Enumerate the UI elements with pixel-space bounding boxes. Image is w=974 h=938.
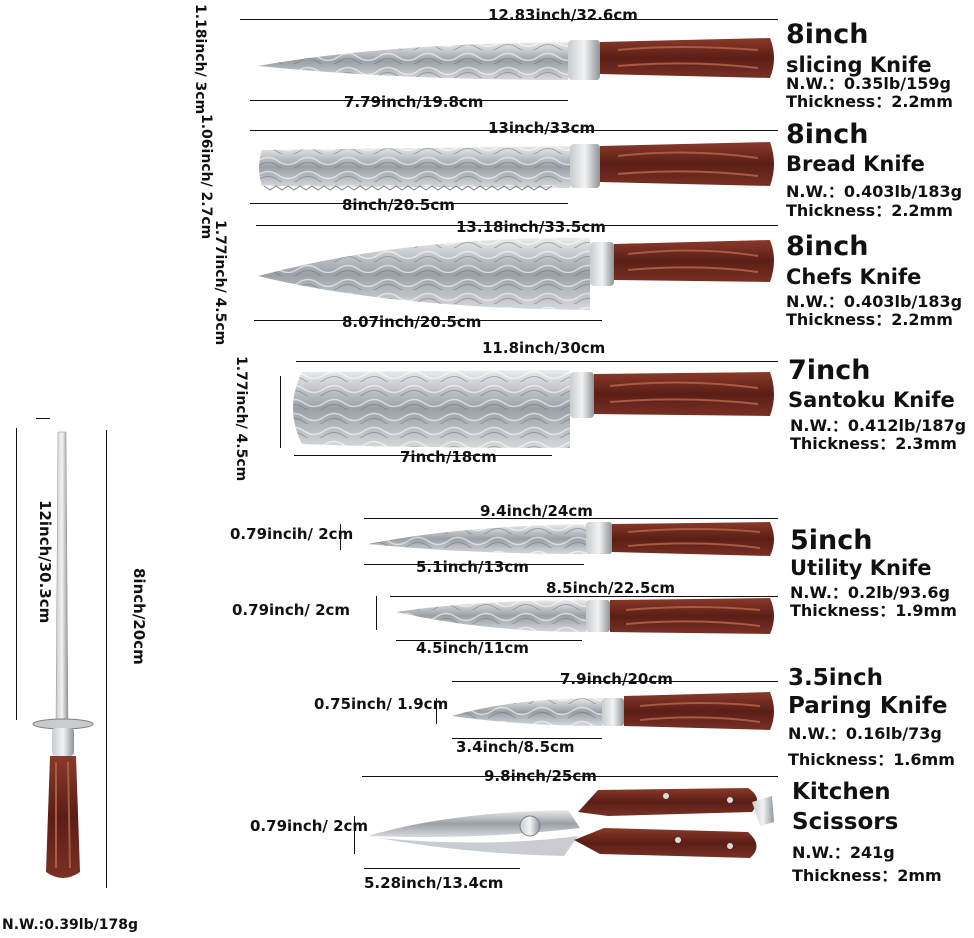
slicing-total-length: 12.83inch/32.6cm [488,6,638,24]
bread-weight: N.W.：0.403lb/183g [786,182,963,201]
scissors-name-line1: Kitchen [792,779,891,805]
utility-total-length: 9.4inch/24cm [480,502,593,520]
bread-total-length: 13inch/33cm [488,119,596,137]
scissors-total-length: 9.8inch/25cm [484,767,597,785]
paring-weight: N.W.：0.16lb/73g [788,724,942,743]
utility-blade-width: 0.79incih/ 2cm [230,525,354,543]
bread-blade-length: 8inch/20.5cm [342,196,455,214]
paring-size: 3.5inch [788,665,884,691]
scissors-image [368,788,774,858]
santoku-name: Santoku Knife [788,388,955,412]
scissors-blade-width: 0.79inch/ 2cm [250,817,369,835]
slicing-weight: N.W.：0.35lb/159g [786,74,952,93]
paring-knife-image [452,692,774,730]
utility-knife-image [368,522,774,556]
bread-name: Bread Knife [786,152,925,176]
utility-weight: N.W.：0.2lb/93.6g [790,583,950,602]
slicing-thickness: Thickness：2.2mm [786,92,953,111]
steak-knife-image [396,598,774,634]
santoku-total-length: 11.8inch/30cm [482,339,606,357]
paring-blade-length: 3.4inch/8.5cm [456,738,575,756]
chefs-blade-length: 8.07inch/20.5cm [342,313,482,331]
slicing-blade-width: 1.18inch/ 3cm [192,4,208,115]
santoku-blade-length: 7inch/18cm [400,448,497,466]
steak-blade-length: 4.5inch/11cm [416,639,529,657]
slicing-size: 8inch [786,19,869,50]
utility-thickness: Thickness：1.9mm [790,601,957,620]
bread-thickness: Thickness：2.2mm [786,201,953,220]
bread-knife-image [259,142,774,191]
steak-total-length: 8.5inch/22.5cm [546,579,675,597]
chefs-blade-width: 1.77inch/ 4.5cm [212,220,228,346]
paring-name: Paring Knife [788,693,948,719]
chefs-name: Chefs Knife [786,265,922,289]
paring-total-length: 7.9inch/20cm [560,670,673,688]
steak-blade-width: 0.79inch/ 2cm [232,601,351,619]
santoku-weight: N.W.：0.412lb/187g [790,416,967,435]
santoku-thickness: Thickness：2.3mm [790,434,957,453]
bread-size: 8inch [786,119,869,150]
slicing-blade-length: 7.79inch/19.8cm [344,93,484,111]
sharpener-weight: N.W.:0.39lb/178g [2,917,138,933]
utility-name: Utility Knife [790,556,932,580]
chefs-total-length: 13.18inch/33.5cm [456,218,606,236]
utility-blade-length: 5.1inch/13cm [416,558,529,576]
chefs-knife-image [258,237,774,310]
chefs-size: 8inch [786,231,869,262]
chefs-thickness: Thickness：2.2mm [786,310,953,329]
slicing-name: slicing Knife [786,53,932,77]
santoku-size: 7inch [788,355,871,386]
santoku-knife-image [293,370,774,448]
paring-blade-width: 0.75inch/ 1.9cm [314,695,449,713]
santoku-blade-width: 1.77inch/ 4.5cm [233,356,249,482]
chefs-weight: N.W.：0.403lb/183g [786,292,963,311]
bread-blade-width: 1.06inch/ 2.7cm [198,114,214,240]
utility-size: 5inch [790,525,873,556]
sharpener-image [32,431,94,878]
scissors-name-line2: Scissors [792,809,899,835]
scissors-weight: N.W.：241g [792,843,895,862]
slicing-knife-image [258,38,774,80]
sharpener-rod-length: 8inch/20cm [130,568,148,665]
paring-thickness: Thickness：1.6mm [788,750,955,769]
scissors-blade-length: 5.28inch/13.4cm [364,874,504,892]
scissors-thickness: Thickness：2mm [792,866,942,885]
